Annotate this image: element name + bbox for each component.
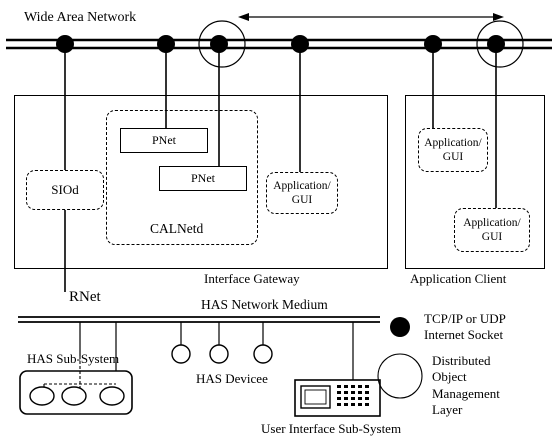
- socket-siod: [56, 35, 74, 53]
- app-gui-client2-box: Application/ GUI: [454, 208, 530, 252]
- interface-gateway-box: [14, 95, 388, 269]
- application-client-label: Application Client: [410, 271, 507, 286]
- app-gui-client1-box: Application/ GUI: [418, 128, 488, 172]
- pnet-box-1: PNet: [120, 128, 208, 153]
- socket-pnet2: [210, 35, 228, 53]
- app-gui-client1-label: Application/ GUI: [424, 136, 482, 163]
- socket-app-gateway: [291, 35, 309, 53]
- ui-terminal-icon: [294, 379, 381, 417]
- subsys-device-1: [29, 386, 55, 406]
- dom-circle-client: [476, 20, 524, 68]
- socket-app-client1: [424, 35, 442, 53]
- wan-label: Wide Area Network: [24, 10, 137, 25]
- app-gui-gateway-box: Application/ GUI: [266, 172, 338, 214]
- has-subsystem-label: HAS Sub-System: [27, 351, 120, 366]
- legend-socket-icon: [390, 317, 410, 337]
- socket-pnet1: [157, 35, 175, 53]
- pnet-label-2: PNet: [191, 171, 215, 185]
- application-client-box: [405, 95, 545, 269]
- legend-dom-text: Distributed Object Management Layer: [432, 353, 500, 417]
- calnetd-label: CALNetd: [150, 221, 204, 236]
- pnet-label-1: PNet: [152, 133, 176, 147]
- dom-arrow-left-head: [238, 13, 249, 21]
- pnet-box-2: PNet: [159, 166, 247, 191]
- has-device-2: [209, 344, 229, 364]
- has-device-1: [171, 344, 191, 364]
- interface-gateway-label: Interface Gateway: [204, 271, 300, 286]
- has-devices-label: HAS Devicee: [196, 371, 268, 386]
- subsys-device-2: [61, 386, 87, 406]
- app-gui-client2-label: Application/ GUI: [463, 216, 521, 243]
- siod-label: SIOd: [51, 182, 79, 197]
- calnetd-group: [106, 110, 258, 245]
- legend-dom-icon: [377, 353, 423, 399]
- rnet-label: RNet: [69, 289, 101, 305]
- ui-subsystem-label: User Interface Sub-System: [261, 421, 402, 436]
- legend-socket-text: TCP/IP or UDP Internet Socket: [424, 311, 506, 343]
- socket-app-client2: [487, 35, 505, 53]
- siod-box: SIOd: [26, 170, 104, 210]
- app-gui-gateway-label: Application/ GUI: [273, 179, 331, 206]
- subsys-device-3: [99, 386, 125, 406]
- has-medium-label: HAS Network Medium: [201, 297, 328, 312]
- dom-arrow-right-head: [493, 13, 504, 21]
- dom-circle-gateway: [198, 20, 246, 68]
- has-device-3: [253, 344, 273, 364]
